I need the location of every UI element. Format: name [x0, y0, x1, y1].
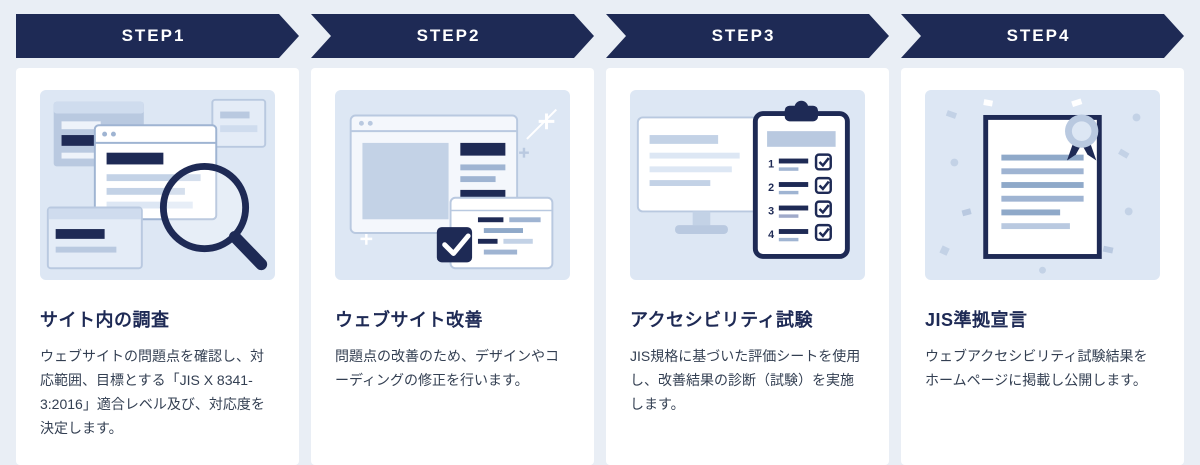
certificate-ribbon-icon	[939, 98, 1141, 274]
browser-window-icon	[211, 98, 267, 148]
step-label: STEP2	[416, 26, 481, 45]
browser-windows-magnifier-icon	[46, 98, 268, 271]
step-card-2: ウェブサイト改善 問題点の改善のため、デザインやコーディングの修正を行います。	[311, 68, 594, 465]
clipboard-icon: 1 2 3	[752, 100, 850, 259]
step-label: STEP4	[1006, 26, 1071, 45]
jis-declaration-illustration	[925, 90, 1160, 280]
step-title: JIS準拠宣言	[925, 310, 1028, 330]
sparkle-icon	[360, 108, 557, 245]
browser-window-icon	[93, 124, 218, 221]
step-arrow-4: STEP4	[901, 14, 1184, 58]
magnifier-icon	[159, 162, 268, 271]
website-improvement-illustration	[335, 90, 570, 280]
svg-text:4: 4	[768, 229, 774, 241]
svg-text:1: 1	[768, 158, 774, 170]
step-column-2: STEP2	[311, 14, 594, 465]
monitor-icon	[636, 116, 772, 234]
step-column-4: STEP4	[901, 14, 1184, 465]
step-column-3: STEP3	[606, 14, 889, 465]
browser-window-icon	[46, 206, 143, 270]
step-title: サイト内の調査	[40, 310, 170, 330]
step-arrow-1: STEP1	[16, 14, 299, 58]
step-description: 問題点の改善のため、デザインやコーディングの修正を行います。	[335, 348, 559, 389]
step-card-4: JIS準拠宣言 ウェブアクセシビリティ試験結果をホームページに掲載し公開します。	[901, 68, 1184, 465]
browser-code-checkmark-icon	[349, 108, 557, 270]
step-arrow-3: STEP3	[606, 14, 889, 58]
svg-text:3: 3	[768, 205, 774, 217]
ribbon-badge-icon	[1065, 114, 1099, 161]
code-window-icon	[449, 196, 554, 270]
step-label: STEP1	[121, 26, 186, 45]
step-arrow-2: STEP2	[311, 14, 594, 58]
confetti-icon	[939, 98, 1141, 274]
step-description: ウェブアクセシビリティ試験結果をホームページに掲載し公開します。	[925, 348, 1148, 389]
step-title: ウェブサイト改善	[335, 310, 483, 330]
step-description: JIS規格に基づいた評価シートを使用し、改善結果の診断（試験）を実施します。	[630, 348, 861, 413]
svg-text:2: 2	[768, 182, 774, 194]
monitor-clipboard-icon: 1 2 3	[636, 100, 850, 259]
step-label: STEP3	[711, 26, 776, 45]
step-card-1: サイト内の調査 ウェブサイトの問題点を確認し、対応範囲、目標とする「JIS X …	[16, 68, 299, 465]
accessibility-test-illustration: 1 2 3	[630, 90, 865, 280]
checkmark-icon	[436, 227, 473, 263]
step-title: アクセシビリティ試験	[630, 310, 814, 330]
step-description: ウェブサイトの問題点を確認し、対応範囲、目標とする「JIS X 8341-3:2…	[40, 348, 265, 437]
step-card-3: 1 2 3	[606, 68, 889, 465]
site-survey-illustration	[40, 90, 275, 280]
step-column-1: STEP1	[16, 14, 299, 465]
